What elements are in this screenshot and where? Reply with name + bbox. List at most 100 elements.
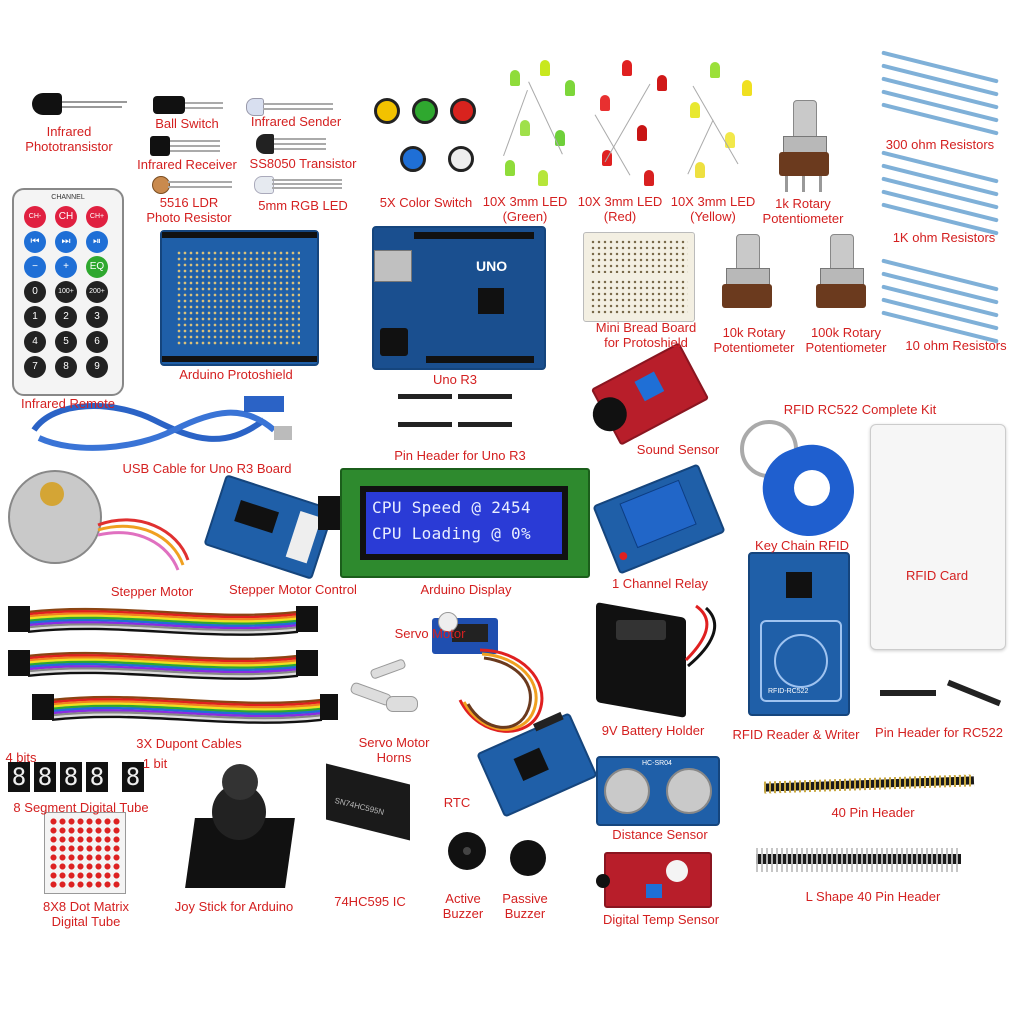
servo-wires-image: [420, 640, 570, 750]
remote-key: 100+: [55, 281, 77, 303]
rfid-reader-image: RFID-RC522: [748, 552, 850, 716]
label-infrared-remote: Infrared Remote: [21, 396, 115, 411]
dupont-connector: [296, 650, 318, 676]
seven-segment-digit: 8: [122, 762, 144, 792]
dupont-wire: [27, 612, 299, 621]
remote-key: 1: [24, 306, 46, 328]
dupont-connector: [8, 606, 30, 632]
label-key-chain: Key Chain RFID: [755, 538, 849, 553]
label-stepper-control: Stepper Motor Control: [229, 582, 357, 597]
dupont-wire: [27, 614, 299, 623]
dupont-wire: [51, 702, 323, 711]
pot-100k-image: [812, 234, 872, 324]
dupont-cables-image: [8, 598, 342, 728]
remote-key: ⏯: [86, 231, 108, 253]
seven-segment-digit: 8: [86, 762, 108, 792]
label-breadboard: Mini Bread Board for Protoshield: [595, 320, 697, 350]
key-chain-rfid-image: [740, 420, 867, 549]
remote-key: 6: [86, 331, 108, 353]
label-four-bits: 4 bits: [5, 750, 37, 765]
remote-key: 9: [86, 356, 108, 378]
label-color-switch: 5X Color Switch: [379, 195, 473, 210]
remote-key: 0: [24, 281, 46, 303]
remote-key: EQ: [86, 256, 108, 278]
stepper-control-image: [203, 474, 335, 580]
remote-key: 200+: [86, 281, 108, 303]
relay-image: [592, 463, 726, 575]
label-distance-sensor: Distance Sensor: [612, 827, 708, 842]
uno-logo-text: UNO: [476, 258, 508, 274]
uno-r3-image: UNO: [372, 226, 546, 370]
dupont-wire: [27, 625, 299, 634]
yellow-led-image: [680, 62, 760, 192]
label-rtc: RTC: [443, 795, 471, 810]
label-servo-motor: Servo Motor: [394, 626, 466, 641]
resistors-300-image: [880, 50, 1000, 136]
dupont-wire: [27, 671, 299, 680]
remote-key: ⏭: [55, 231, 77, 253]
dupont-wire: [27, 667, 299, 676]
remote-key: 5: [55, 331, 77, 353]
label-res-300: 300 ohm Resistors: [885, 137, 995, 152]
label-pot-100k: 100k Rotary Potentiometer: [805, 325, 887, 355]
dupont-wire: [51, 700, 323, 709]
dupont-wire: [51, 704, 323, 713]
label-relay: 1 Channel Relay: [611, 576, 709, 591]
remote-key: 8: [55, 356, 77, 378]
remote-key: +: [55, 256, 77, 278]
remote-key: 4: [24, 331, 46, 353]
label-rfid-reader: RFID Reader & Writer: [732, 727, 860, 742]
label-pot-1k: 1k Rotary Potentiometer: [762, 196, 844, 226]
label-servo-horns: Servo Motor Horns: [358, 735, 430, 765]
dupont-wire: [27, 662, 299, 672]
servo-motor-image: [432, 612, 502, 658]
infrared-phototransistor-image: [32, 93, 127, 115]
label-ldr: 5516 LDR Photo Resistor: [146, 195, 232, 225]
label-pin-header-40: 40 Pin Header: [831, 805, 915, 820]
stepper-motor-image: [8, 470, 208, 580]
infrared-receiver-image: [150, 136, 220, 156]
label-uno-r3: Uno R3: [432, 372, 478, 387]
rgb-led-image: [254, 176, 344, 194]
label-active-buzzer: Active Buzzer: [442, 891, 484, 921]
label-arduino-display: Arduino Display: [420, 582, 512, 597]
dupont-wire: [27, 656, 299, 665]
remote-key: −: [24, 256, 46, 278]
label-battery-holder: 9V Battery Holder: [601, 723, 705, 738]
usb-cable-image: [24, 390, 294, 456]
dupont-wire: [51, 709, 323, 718]
label-res-10: 10 ohm Resistors: [905, 338, 1007, 353]
label-led-red: 10X 3mm LED (Red): [577, 194, 663, 224]
ic-74hc595-image: SN74HC595N: [316, 763, 420, 854]
rfid-board-text: RFID-RC522: [768, 688, 809, 695]
label-ss8050: SS8050 Transistor: [249, 156, 357, 171]
label-usb-cable: USB Cable for Uno R3 Board: [122, 461, 292, 476]
label-res-1k: 1K ohm Resistors: [892, 230, 996, 245]
label-infrared-receiver: Infrared Receiver: [137, 157, 237, 172]
label-infrared-phototransistor: Infrared Phototransistor: [25, 124, 113, 154]
sound-sensor-image: [586, 342, 710, 446]
resistors-1k-image: [880, 150, 1000, 236]
label-passive-buzzer: Passive Buzzer: [502, 891, 548, 921]
label-l-shape-header: L Shape 40 Pin Header: [805, 889, 941, 904]
label-pot-10k: 10k Rotary Potentiometer: [713, 325, 795, 355]
label-temp-sensor: Digital Temp Sensor: [602, 912, 720, 927]
dupont-wire: [51, 713, 323, 722]
remote-key: CH: [55, 206, 77, 228]
joystick-image: [185, 764, 296, 894]
dupont-wire: [27, 669, 299, 678]
pin-header-rc522-image: [880, 676, 1006, 716]
remote-key: 3: [86, 306, 108, 328]
remote-header: CHANNEL: [51, 194, 85, 201]
pot-10k-image: [718, 234, 778, 324]
dupont-wire: [51, 711, 323, 720]
temp-sensor-image: [596, 852, 712, 908]
label-one-bit: 1 bit: [142, 756, 168, 771]
seven-segment-digit: 8: [8, 762, 30, 792]
label-sound-sensor: Sound Sensor: [636, 442, 720, 457]
remote-key: CH-: [24, 206, 46, 228]
lcd-display: CPU Speed @ 2454 CPU Loading @ 0%: [318, 468, 590, 578]
dupont-wire: [27, 654, 299, 663]
